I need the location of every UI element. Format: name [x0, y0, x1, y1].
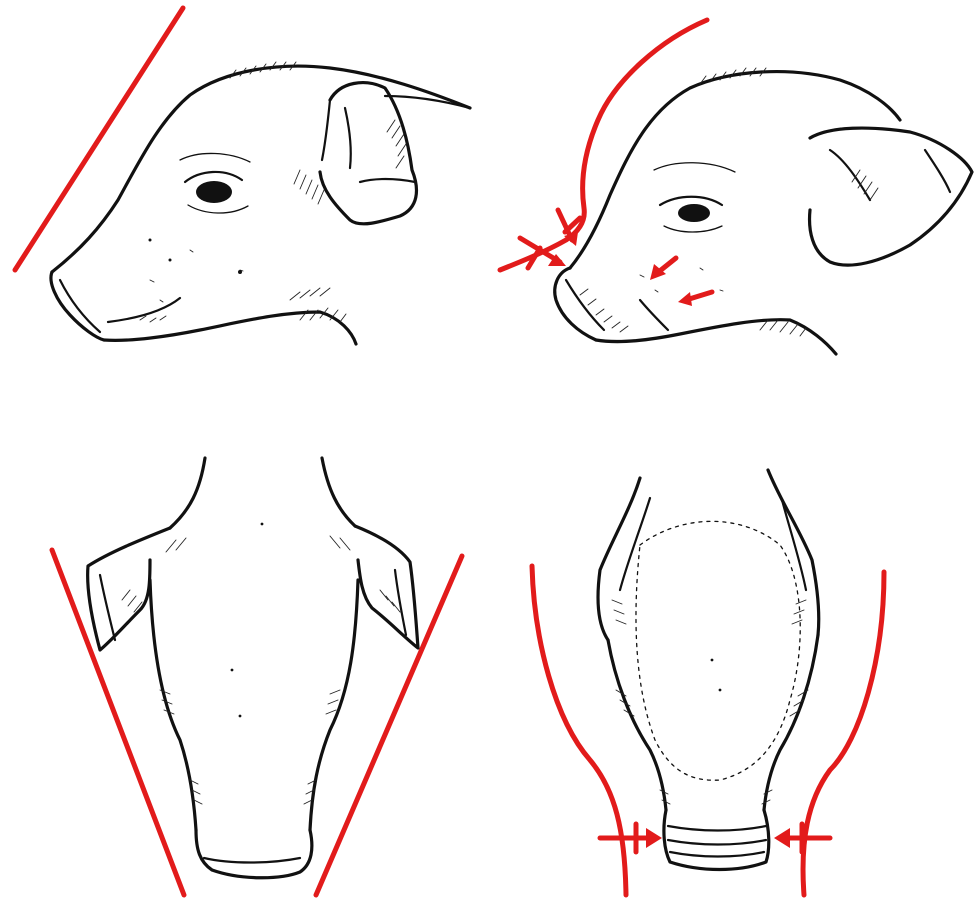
guide-line-side-normal [15, 8, 183, 270]
panel-side-normal [15, 8, 470, 344]
panel-front-normal [52, 458, 462, 895]
pig-head-side-normal [51, 62, 470, 344]
pig-head-front-normal [88, 458, 418, 878]
pig-head-side-affected [555, 68, 972, 354]
panel-front-affected [532, 470, 884, 895]
pig-head-front-affected [598, 470, 819, 870]
panel-side-affected [500, 20, 972, 354]
